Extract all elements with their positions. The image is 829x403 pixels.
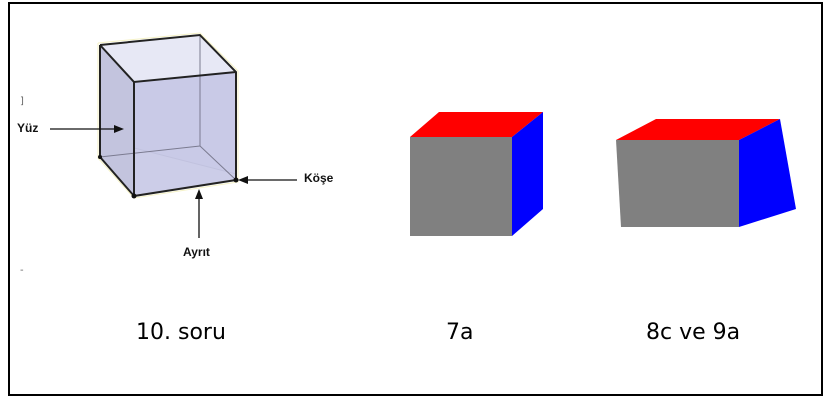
edge-label: Ayrıt xyxy=(183,245,210,259)
edge-arrowhead xyxy=(195,189,203,199)
face-label: Yüz xyxy=(17,121,39,135)
label-arrows xyxy=(50,125,297,238)
face-arrowhead xyxy=(114,125,124,133)
vertex-dot xyxy=(98,155,102,159)
vertex-label: Köşe xyxy=(304,171,334,185)
prism-diagram xyxy=(97,32,239,199)
prism-top-face xyxy=(100,35,236,82)
vertex-dot xyxy=(233,177,239,183)
cube-7a xyxy=(410,112,543,236)
vertex-dot xyxy=(131,193,137,199)
prism-front-face xyxy=(100,45,134,196)
cube-7a-top-face xyxy=(410,112,543,137)
caption-8c-9a: 8c ve 9a xyxy=(646,320,741,345)
stray-mark: ] xyxy=(20,96,24,107)
figure-frame xyxy=(8,2,823,396)
prism-hidden-edge xyxy=(199,145,237,181)
cube-8c9a-front-face xyxy=(616,140,739,227)
cube-7a-front-face xyxy=(410,137,512,236)
stray-mark: - xyxy=(20,265,24,276)
vertex-arrowhead xyxy=(238,176,248,184)
cube-8c9a xyxy=(616,119,796,227)
caption-7a: 7a xyxy=(446,320,474,345)
cube-8c9a-side-face xyxy=(739,119,796,227)
caption-question-10: 10. soru xyxy=(136,320,226,345)
prism-hidden-edge xyxy=(99,145,201,158)
cube-8c9a-top-face xyxy=(616,119,780,140)
cube-7a-side-face xyxy=(512,112,543,236)
prism-right-face xyxy=(134,72,236,196)
